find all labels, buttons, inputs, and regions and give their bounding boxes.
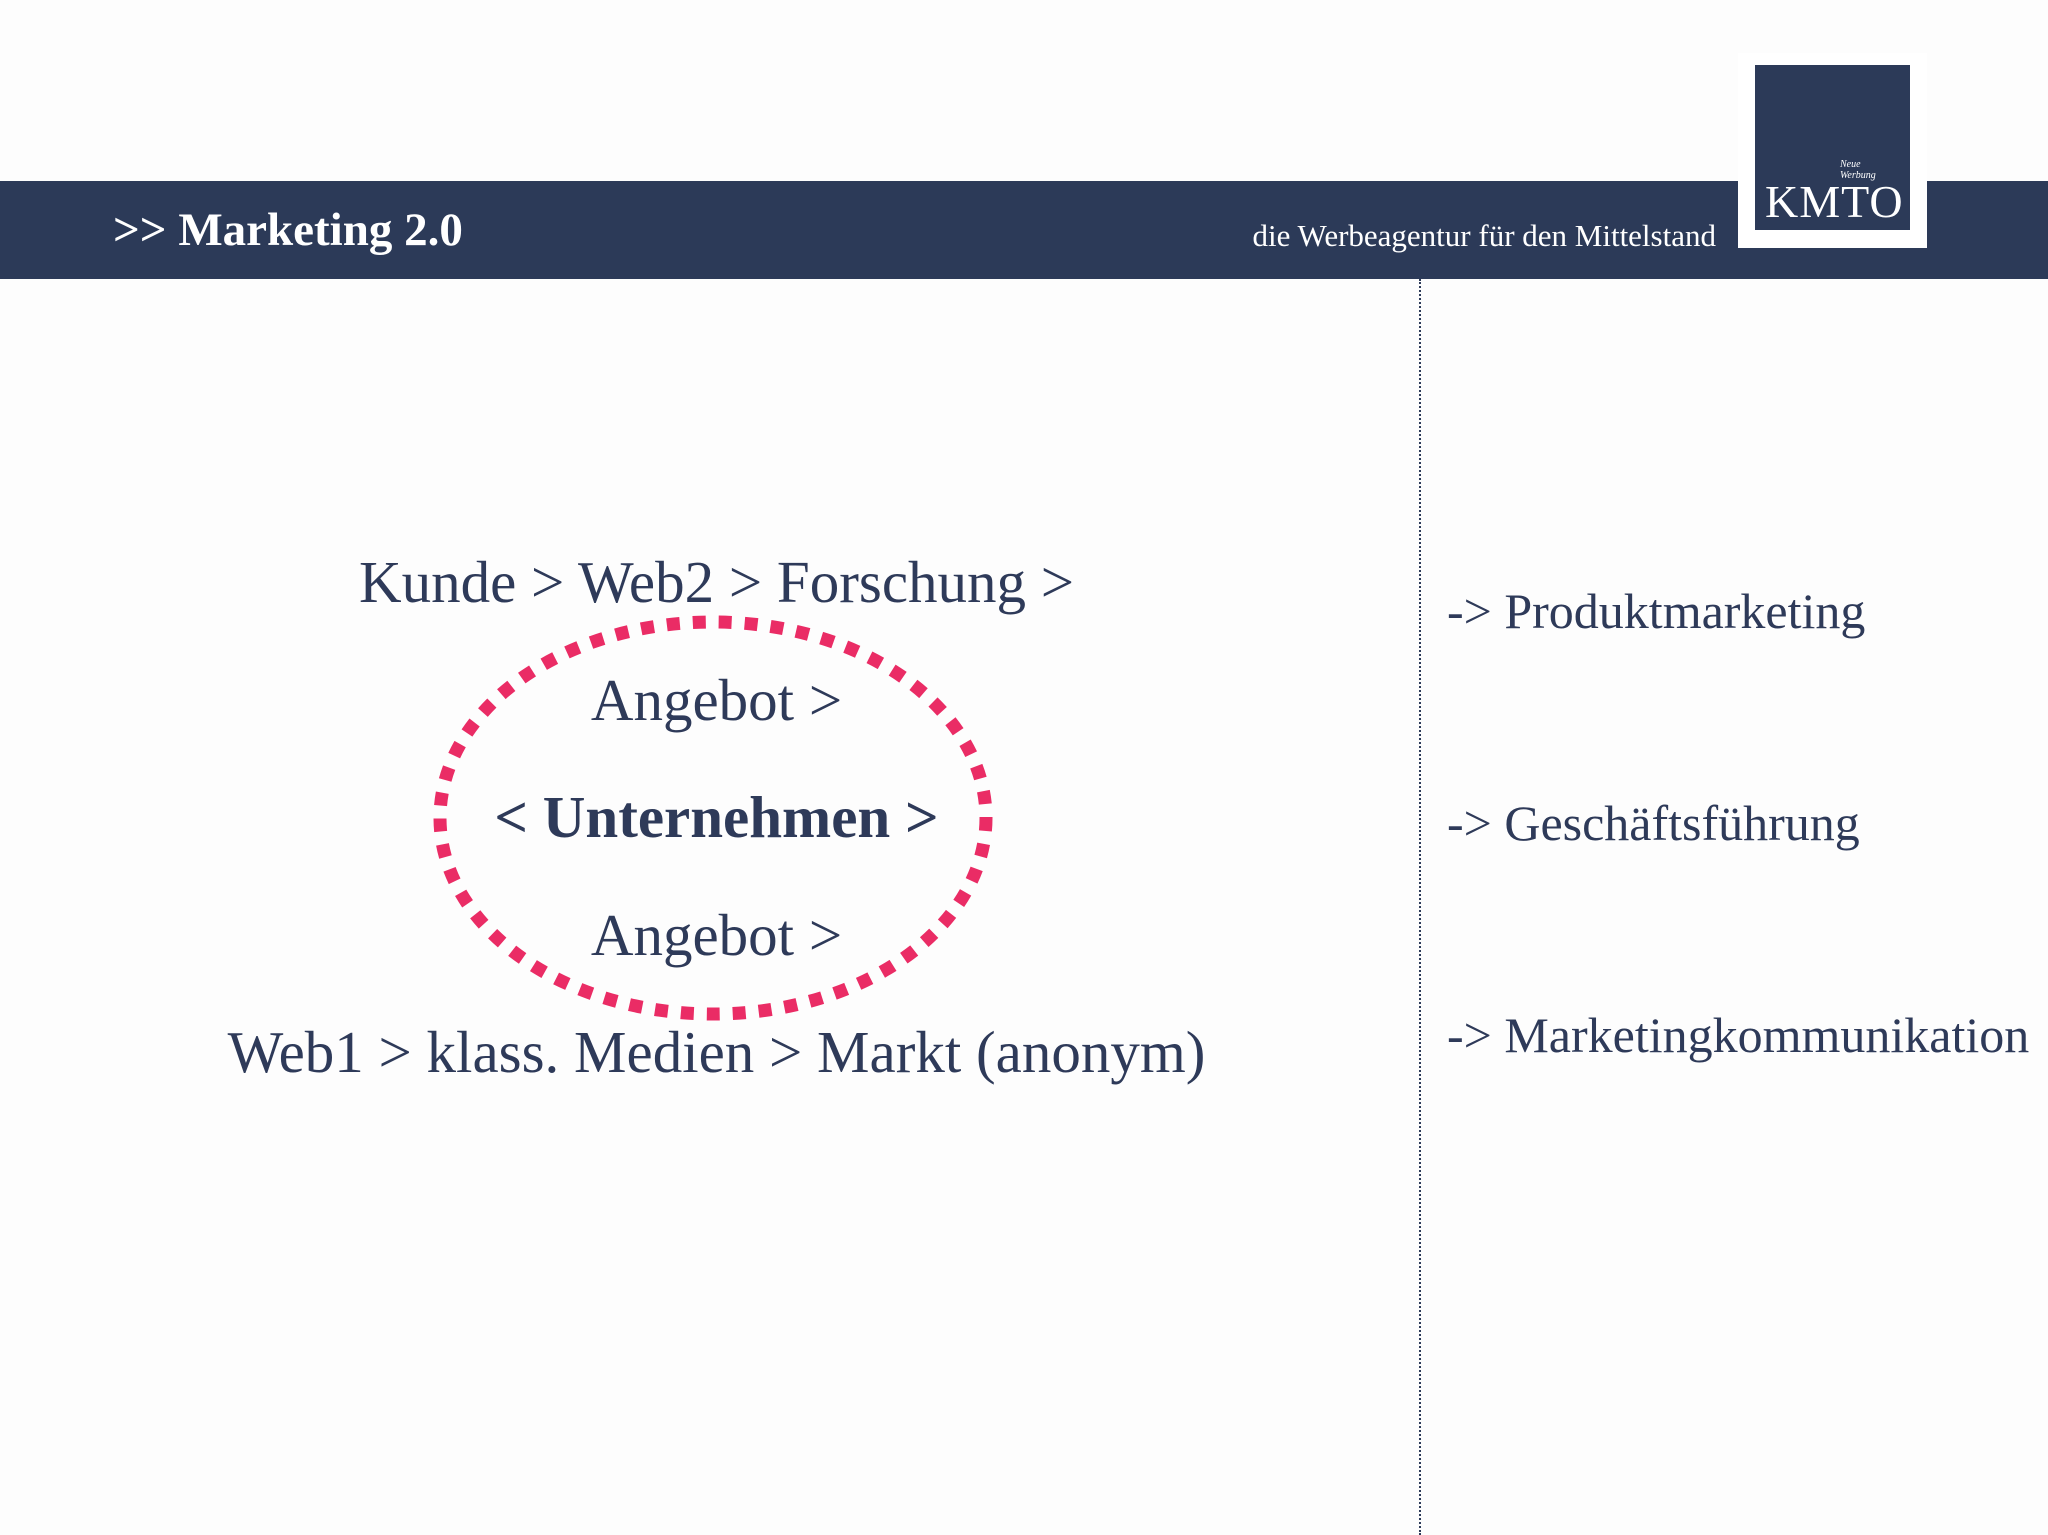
side-item-marketing-communication: -> Marketingkommunikation	[1447, 1007, 2030, 1063]
dashed-ellipse	[433, 615, 993, 1021]
flow-line-company: < Unternehmen >	[494, 784, 939, 850]
slide-title: >> Marketing 2.0	[113, 204, 463, 256]
flow-line-offer-top: Angebot >	[590, 667, 843, 733]
highlight-ring	[433, 615, 993, 1021]
logo-subtitle: Neue Werbung	[1840, 159, 1876, 181]
kmto-logo	[1755, 65, 1910, 230]
logo-subtitle-line2: Werbung	[1840, 170, 1876, 181]
logo-subtitle-line1: Neue	[1840, 159, 1861, 170]
side-item-product-marketing: -> Produktmarketing	[1447, 583, 1866, 639]
header-bar	[0, 181, 2048, 279]
flow-line-market: Web1 > klass. Medien > Markt (anonym)	[227, 1019, 1206, 1085]
flow-line-customer: Kunde > Web2 > Forschung >	[358, 549, 1075, 615]
flow-line-offer-bottom: Angebot >	[590, 902, 843, 968]
vertical-divider	[1419, 279, 1421, 1535]
header-tagline: die Werbeagentur für den Mittelstand	[1252, 218, 1716, 253]
logo-name: KMTO	[1765, 176, 1904, 227]
side-item-management: -> Geschäftsführung	[1447, 795, 1860, 851]
